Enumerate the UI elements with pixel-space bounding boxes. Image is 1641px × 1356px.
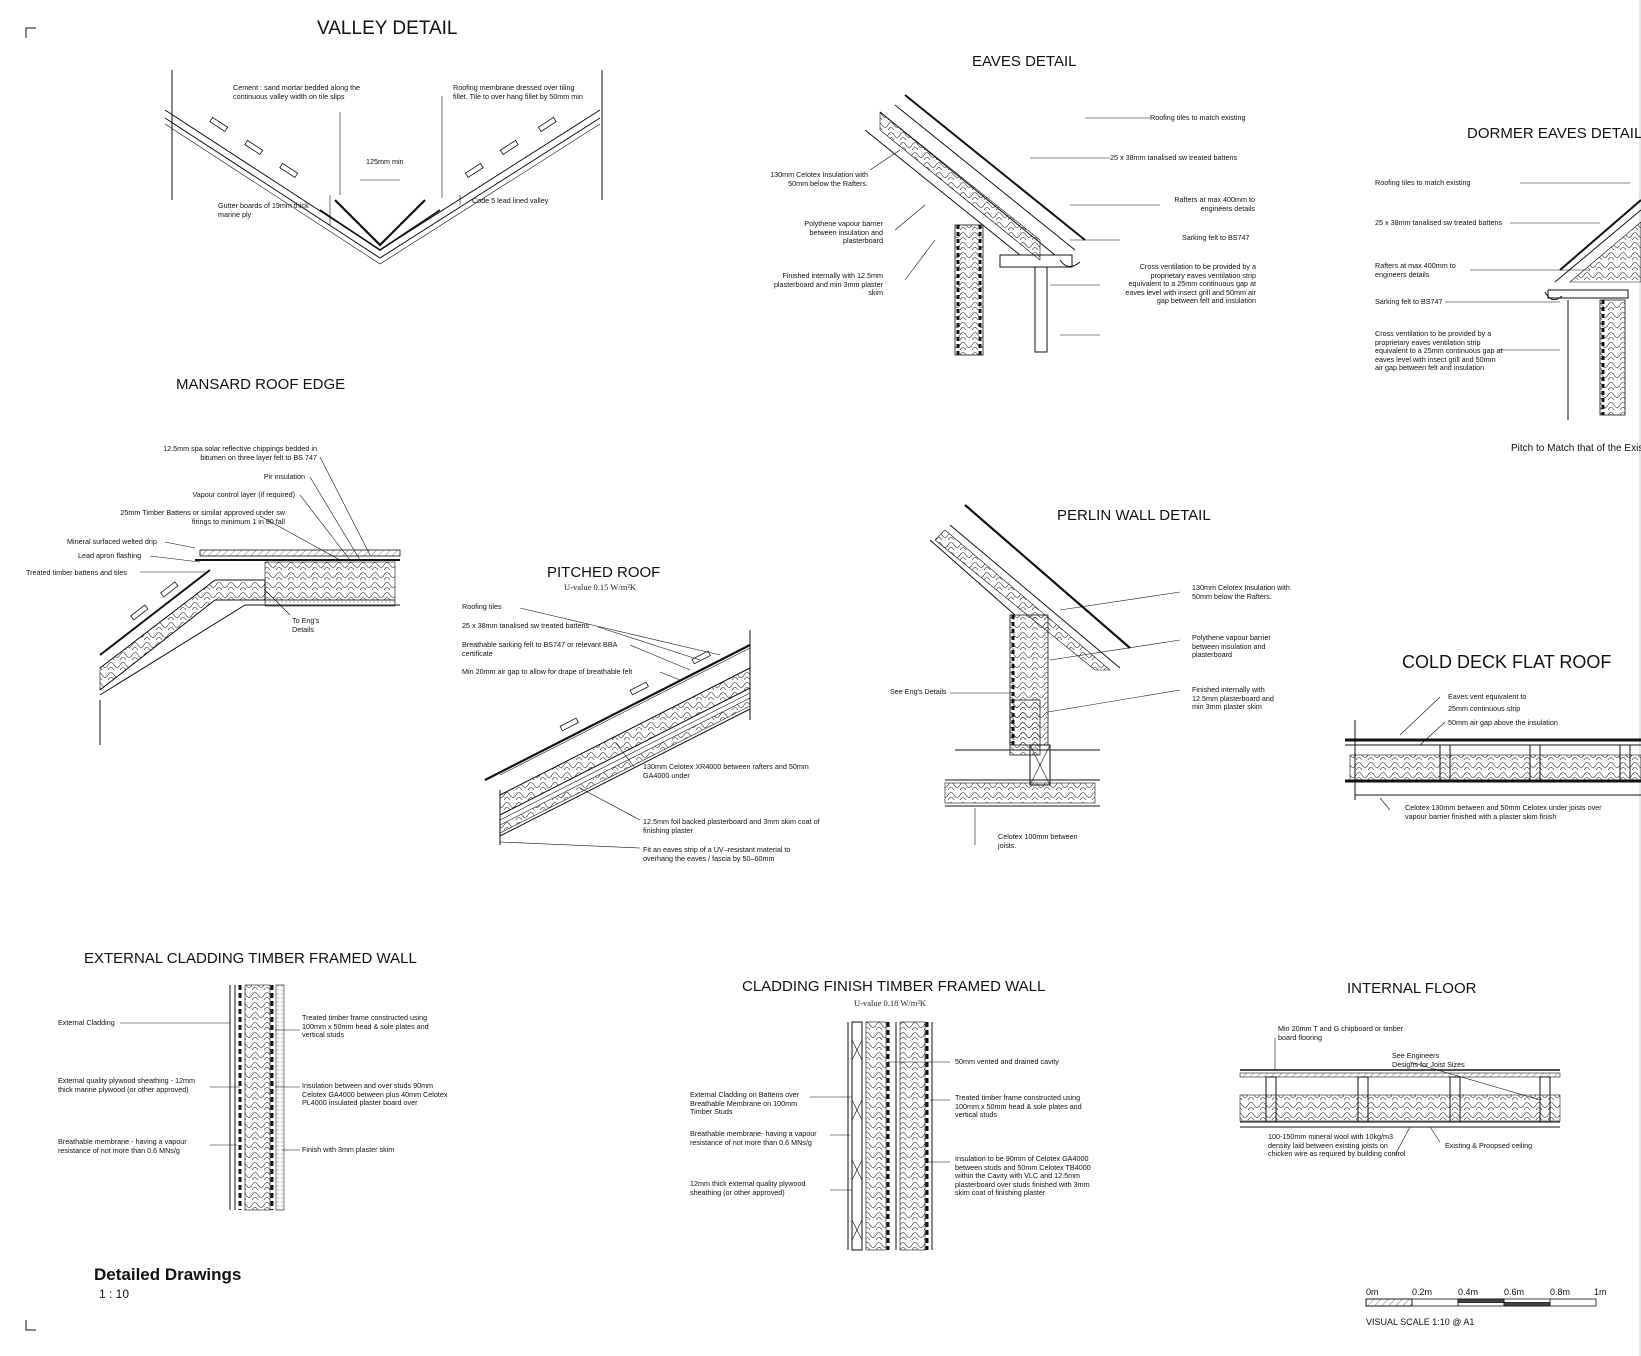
dormer-eaves-detail-title: DORMER EAVES DETAIL (1467, 125, 1641, 142)
pitched-note-plasterboard: 12.5mm foil backed plasterboard and 3mm … (643, 817, 820, 835)
pitched-note-celotex: 130mm Celotex XR4000 between rafters and… (643, 762, 809, 780)
dormer-note-tiles: Roofing tiles to match existing (1375, 178, 1471, 187)
perlin-note-finish: Finished internally with 12.5mm plasterb… (1192, 685, 1274, 712)
extclad-note-frame: Treated timber frame constructed using 1… (302, 1013, 429, 1040)
cladding-finish-wall-title: CLADDING FINISH TIMBER FRAMED WALL (742, 978, 1046, 995)
dormer-note-battens: 25 x 38mm tanalised sw treated battens (1375, 218, 1503, 227)
mansard-note-eng: To Eng's Details (292, 616, 320, 634)
cladfinish-note-insulation: Insulation to be 90mm of Celotex GA4000 … (955, 1154, 1091, 1198)
colddeck-note-air-gap: 50mm air gap above the insulation (1448, 718, 1558, 727)
pitched-note-battens: 25 x 38mm tanalised sw treated battens (462, 621, 590, 630)
sheet-scale: 1 : 10 (99, 1287, 130, 1301)
scale-tick-0: 0m (1366, 1287, 1379, 1297)
mansard-note-drip: Mineral surfaced welted drip (67, 537, 157, 546)
external-cladding-wall-title: EXTERNAL CLADDING TIMBER FRAMED WALL (84, 950, 417, 967)
external-cladding-wall-drawing (120, 984, 300, 1211)
perlin-note-celotex: Celotex 100mm between joists. (998, 832, 1078, 850)
colddeck-note-strip: 25mm continuous strip (1448, 704, 1521, 713)
eaves-note-vapour-barrier: Polythene vapour barrier between insulat… (804, 219, 883, 246)
sheet-title: Detailed Drawings (94, 1265, 242, 1284)
mansard-note-lead: Lead apron flashing (78, 551, 142, 560)
dormer-note-sarking: Sarking felt to BS747 (1375, 297, 1443, 306)
eaves-note-ventilation: Cross ventilation to be provided by a pr… (1125, 262, 1256, 306)
pitched-note-sarking: Breathable sarking felt to BS747 or rele… (462, 640, 618, 658)
mansard-note-pir: Pir insulation (263, 472, 305, 481)
valley-note-lead: Code 5 lead lined valley (472, 196, 549, 205)
colddeck-note-vent: Eaves vent equivalent to (1448, 692, 1527, 701)
cladfinish-note-plywood: 12mm thick external quality plywood shea… (690, 1179, 806, 1197)
pitched-note-eaves-strip: Fit an eaves strip of a UV–resistant mat… (643, 845, 791, 863)
intfloor-note-joists: See Engineers Designs for Joist Sizes (1392, 1051, 1465, 1069)
scale-tick-1: 0.2m (1412, 1287, 1433, 1297)
perlin-note-insulation: 130mm Celotex Insulation with 50mm below… (1192, 583, 1290, 601)
mansard-note-timber-battens: Treated timber battens and tiles (26, 568, 127, 577)
intfloor-note-mineral-wool: 100-150mm mineral wool with 10kg/m3 dens… (1268, 1132, 1406, 1159)
perlin-wall-detail-title: PERLIN WALL DETAIL (1057, 507, 1211, 524)
mansard-note-vapour: Vapour control layer (if required) (192, 490, 295, 499)
corner-mark-top-left (25, 27, 36, 38)
pitched-roof-title: PITCHED ROOF (547, 564, 661, 581)
dormer-note-ventilation: Cross ventilation to be provided by a pr… (1375, 329, 1503, 373)
extclad-note-finish: Finish with 3mm plaster skim (302, 1145, 395, 1154)
cladfinish-note-frame: Treated timber frame constructed using 1… (955, 1093, 1082, 1120)
extclad-note-plywood: External quality plywood sheathing - 12m… (58, 1076, 196, 1094)
perlin-note-vapour-barrier: Polythene vapour barrier between insulat… (1192, 633, 1271, 660)
eaves-detail-title: EAVES DETAIL (972, 53, 1077, 70)
pitched-roof-drawing (484, 607, 751, 849)
valley-dimension: 125mm min (366, 157, 404, 166)
scale-tick-3: 0.6m (1504, 1287, 1525, 1297)
eaves-detail-drawing (864, 94, 1160, 356)
pitched-roof-uvalue: U-value 0.15 W/m²K (564, 582, 637, 592)
eaves-note-sarking: Sarking felt to BS747 (1182, 233, 1250, 242)
eaves-note-tiles: Roofing tiles to match existing (1150, 113, 1246, 122)
pitched-note-air-gap: Min 20mm air gap to allow for drape of b… (462, 667, 633, 676)
scale-tick-4: 0.8m (1550, 1287, 1571, 1297)
mansard-note-chippings: 12.5mm spa solar reflective chippings be… (163, 444, 317, 462)
cold-deck-flat-roof-title: COLD DECK FLAT ROOF (1402, 652, 1612, 672)
mansard-roof-edge-title: MANSARD ROOF EDGE (176, 376, 346, 393)
valley-detail-drawing (164, 70, 603, 265)
valley-note-mortar: Cement : sand mortar bedded along the co… (233, 83, 361, 101)
eaves-note-finish: Finished internally with 12.5mm plasterb… (773, 271, 883, 298)
internal-floor-drawing (1239, 1038, 1561, 1156)
valley-detail-title: VALLEY DETAIL (317, 18, 458, 39)
internal-floor-title: INTERNAL FLOOR (1347, 980, 1477, 997)
intfloor-note-flooring: Min 20mm T and G chipboard or timber boa… (1278, 1024, 1404, 1042)
perlin-wall-detail-drawing (929, 504, 1181, 845)
eaves-note-battens: 25 x 38mm tanalised sw treated battens (1110, 153, 1238, 162)
extclad-note-insulation: Insulation between and over studs 90mm C… (302, 1081, 448, 1108)
extclad-note-membrane: Breathable membrane - having a vapour re… (58, 1137, 187, 1155)
mansard-note-battens: 25mm Timber Battens or similar approved … (120, 508, 285, 526)
valley-note-membrane: Roofing membrane dressed over tiling fil… (453, 83, 583, 101)
intfloor-note-ceiling: Existing & Proopsed ceiling (1445, 1141, 1533, 1150)
eaves-note-rafters: Rafters at max 400mm to engineers detail… (1174, 195, 1255, 213)
eaves-note-insulation: 130mm Celotex Insulation with 50mm below… (770, 170, 868, 188)
cladding-finish-wall-uvalue: U-value 0.18 W/m²K (854, 998, 927, 1008)
dormer-pitch-caption: Pitch to Match that of the Existing (1511, 443, 1641, 454)
extclad-note-cladding: External Cladding (58, 1018, 115, 1027)
scale-bar (1365, 1298, 1597, 1307)
visual-scale-caption: VISUAL SCALE 1:10 @ A1 (1366, 1317, 1475, 1327)
cladfinish-note-cavity: 50mm vented and drained cavity (955, 1057, 1059, 1066)
dormer-eaves-detail-drawing (1445, 182, 1641, 420)
cladfinish-note-membrane: Breathable membrane- having a vapour res… (690, 1129, 817, 1147)
pitched-note-tiles: Roofing tiles (462, 602, 502, 611)
mansard-roof-edge-drawing (99, 456, 401, 745)
corner-mark-bottom-left (25, 1320, 36, 1331)
cladding-finish-wall-drawing (810, 1021, 950, 1251)
cladfinish-note-cladding: External Cladding on Battens over Breath… (690, 1090, 800, 1117)
scale-tick-5: 1m (1594, 1287, 1607, 1297)
dormer-note-rafters: Rafters at max 400mm to engineers detail… (1375, 261, 1456, 279)
valley-note-gutter-boards: Gutter boards of 19mm thick marine ply (218, 201, 309, 219)
cold-deck-flat-roof-drawing (1345, 696, 1641, 811)
perlin-note-eng: See Eng's Details (890, 687, 947, 696)
scale-tick-2: 0.4m (1458, 1287, 1479, 1297)
colddeck-note-celotex: Celotex 130mm between and 50mm Celotex u… (1405, 803, 1602, 821)
